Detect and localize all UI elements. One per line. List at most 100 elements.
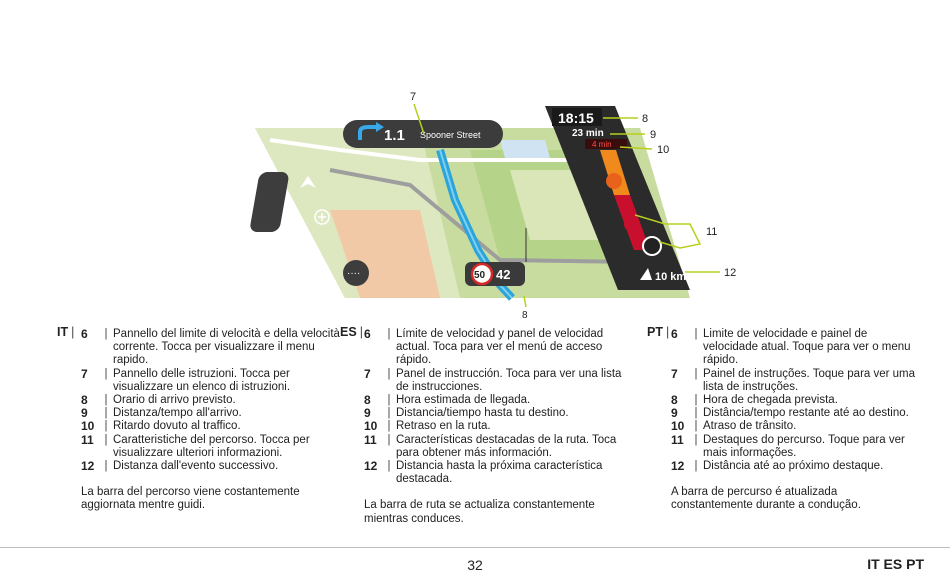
route-line-highlight — [439, 149, 513, 299]
main-menu-button[interactable] — [343, 260, 369, 286]
next-event-distance: 10 km — [655, 271, 686, 283]
legend-number: 9 — [671, 406, 678, 421]
legend-text: Hora de chegada prevista. — [703, 394, 838, 407]
legend-item: 7|Panel de instrucción. Toca para ver un… — [364, 366, 624, 394]
main-menu-dots-icon[interactable]: ···· — [347, 268, 360, 279]
route-bar-note-pt: A barra de percurso é atualizada constan… — [671, 486, 861, 512]
compass-arrow-icon[interactable] — [300, 176, 316, 188]
traffic-delay-panel — [585, 139, 627, 149]
callout-8-bottom: 8 — [522, 310, 528, 320]
language-label-es: ES — [340, 325, 363, 339]
traffic-segment-orange — [600, 150, 630, 195]
legend-number: 12 — [81, 459, 95, 474]
callout-12: 12 — [724, 267, 736, 279]
legend-number: 8 — [671, 393, 678, 408]
legend-item: 11|Destaques do percurso. Toque para ver… — [671, 432, 921, 460]
legend-number: 8 — [364, 393, 371, 408]
page-number: 32 — [467, 557, 483, 573]
navigation-screen-illustration: 1.1 Spooner Street ···· 50 42 18:15 23 m… — [249, 91, 736, 321]
callout-10: 10 — [657, 144, 669, 156]
map-figure-svg: 1.1 Spooner Street ···· 50 42 18:15 23 m… — [249, 91, 736, 321]
legend-number: 7 — [81, 366, 88, 381]
legend-item: 8|Orario di arrivo previsto. — [81, 393, 341, 408]
legend-text: Distância/tempo restante até ao destino. — [703, 407, 909, 420]
legend-text: Límite de velocidad y panel de velocidad… — [396, 328, 604, 367]
route-bar[interactable]: 18:15 23 min 4 min 10 km — [545, 106, 690, 290]
legend-item: 6|Limite de velocidade e painel de veloc… — [671, 327, 921, 368]
column-es: ES 6|Límite de velocidad y panel de velo… — [340, 322, 624, 526]
legend-item: 10|Retraso en la ruta. — [364, 420, 624, 433]
legend-item: 12|Distancia hasta la próxima caracterís… — [364, 459, 624, 486]
legend-number: 8 — [81, 393, 88, 408]
instruction-street-name: Spooner Street — [420, 130, 481, 140]
traffic-jam-icon[interactable] — [606, 173, 622, 189]
legend-item: 7|Painel de instruções. Toque para ver u… — [671, 366, 921, 394]
map-water — [500, 140, 550, 158]
legend-number: 7 — [671, 366, 678, 381]
legend-item: 7|Pannello delle istruzioni. Tocca per v… — [81, 366, 341, 394]
legend-text: Distanza/tempo all'arrivo. — [113, 407, 242, 420]
legend-text: Distanza dall'evento successivo. — [113, 460, 279, 473]
speed-camera-icon[interactable] — [642, 236, 662, 256]
legend-list-pt: 6|Limite de velocidade e painel de veloc… — [671, 327, 921, 474]
eta-time: 18:15 — [558, 110, 594, 126]
callout-lines — [413, 103, 720, 308]
legend-item: 10|Atraso de trânsito. — [671, 420, 921, 433]
footer-divider — [0, 547, 950, 548]
legend-text: Características destacadas de la ruta. T… — [396, 433, 617, 459]
instruction-distance: 1.1 — [384, 127, 405, 144]
legend-number: 12 — [671, 459, 685, 474]
legend-text: Pannello delle istruzioni. Tocca per vis… — [113, 367, 291, 393]
legend-item: 12|Distanza dall'evento successivo. — [81, 459, 341, 474]
language-label-pt: PT — [647, 325, 669, 339]
map-zoom-control[interactable] — [249, 172, 290, 232]
roadworks-icon[interactable] — [624, 216, 640, 232]
legend-item: 9|Distancia/tiempo hasta tu destino. — [364, 407, 624, 420]
map-road-grey — [329, 168, 641, 264]
legend-number: 9 — [81, 406, 88, 421]
legend-text: Painel de instruções. Toque para ver uma… — [703, 367, 916, 393]
legend-text: Hora estimada de llegada. — [396, 394, 531, 407]
language-label-it: IT — [57, 325, 74, 339]
legend-number: 7 — [364, 366, 371, 381]
legend-item: 9|Distância/tempo restante até ao destin… — [671, 407, 921, 420]
legend-text: Distancia/tiempo hasta tu destino. — [396, 407, 569, 420]
current-position-arrow-icon — [640, 268, 652, 280]
legend-item: 8|Hora estimada de llegada. — [364, 393, 624, 408]
legend-item: 8|Hora de chegada prevista. — [671, 393, 921, 408]
legend-number: 10 — [81, 419, 95, 434]
legend-text: Destaques do percurso. Toque para ver ma… — [703, 433, 905, 459]
current-speed-value: 42 — [496, 267, 510, 282]
column-pt: PT 6|Limite de velocidade e painel de ve… — [647, 322, 921, 513]
legend-number: 6 — [364, 327, 371, 341]
legend-number: 12 — [364, 459, 378, 474]
route-bar-note-es: La barra de ruta se actualiza constantem… — [364, 499, 595, 525]
legend-list-it: 6|Pannello del limite di velocità e dell… — [81, 327, 341, 474]
legend-item: 6|Límite de velocidad y panel de velocid… — [364, 327, 624, 368]
legend-number: 11 — [364, 432, 377, 447]
remaining-time: 23 min — [572, 128, 604, 139]
zoom-in-icon[interactable] — [314, 209, 330, 225]
legend-item: 11|Características destacadas de la ruta… — [364, 432, 624, 460]
legend-text: Ritardo dovuto al traffico. — [113, 420, 241, 433]
speed-panel[interactable]: 50 42 — [465, 262, 525, 286]
footer-languages: IT ES PT — [867, 556, 924, 572]
route-bar-note-it: La barra del percorso viene costantement… — [81, 486, 300, 512]
legend-text: Distancia hasta la próxima característic… — [396, 460, 603, 486]
map-controls: ···· — [249, 172, 369, 286]
legend-text: Orario di arrivo previsto. — [113, 394, 236, 407]
legend-item: 10|Ritardo dovuto al traffico. — [81, 420, 341, 433]
column-it: IT 6|Pannello del limite di velocità e d… — [57, 322, 341, 513]
speed-limit-sign-icon — [470, 262, 494, 286]
speed-limit-value: 50 — [474, 270, 486, 281]
legend-number: 9 — [364, 406, 371, 421]
instruction-panel[interactable]: 1.1 Spooner Street — [343, 120, 503, 148]
legend-text: Atraso de trânsito. — [703, 420, 797, 433]
callout-9: 9 — [650, 129, 656, 141]
legend-item: 12|Distância até ao próximo destaque. — [671, 459, 921, 474]
map-road-horizontal — [269, 138, 600, 162]
legend-number: 11 — [81, 432, 94, 447]
legend-number: 11 — [671, 432, 684, 447]
callout-7: 7 — [410, 91, 416, 103]
legend-text: Caratteristiche del percorso. Tocca per … — [113, 433, 310, 459]
